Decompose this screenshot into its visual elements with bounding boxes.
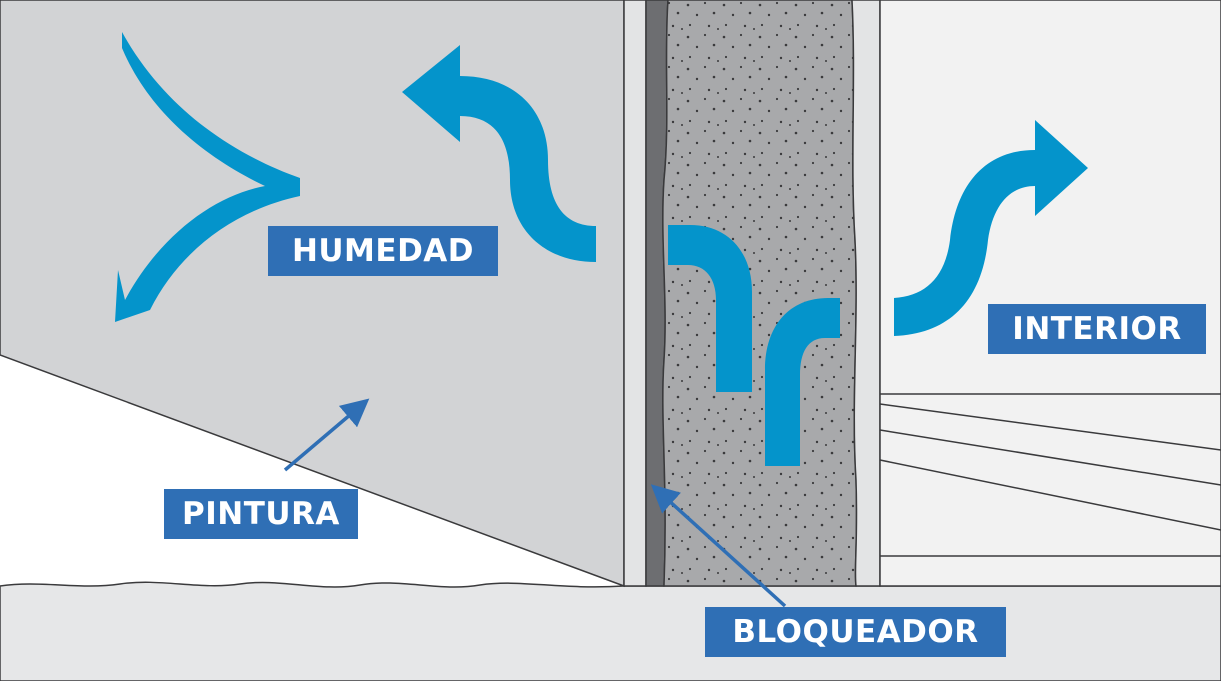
moisture-arrow-icon	[894, 120, 1088, 336]
label-bloqueador: BLOQUEADOR	[705, 607, 1006, 657]
label-pintura: PINTURA	[164, 489, 358, 539]
pointer-arrows	[283, 398, 787, 608]
moisture-arrows	[115, 32, 1088, 466]
label-interior: INTERIOR	[988, 304, 1206, 354]
label-humedad: HUMEDAD	[268, 226, 498, 276]
floor	[0, 581, 1221, 681]
pointer-arrow-icon	[283, 398, 370, 472]
moisture-arrow-icon	[668, 225, 752, 392]
moisture-arrow-icon	[765, 298, 840, 466]
interior-floor-lines	[879, 393, 1221, 557]
block-texture	[662, 0, 857, 586]
paint-layer	[623, 0, 647, 587]
moisture-arrow-icon	[115, 32, 300, 322]
interior-wall-edge	[851, 0, 881, 587]
moisture-arrow-icon	[402, 45, 596, 262]
pointer-arrow-icon	[650, 484, 787, 608]
